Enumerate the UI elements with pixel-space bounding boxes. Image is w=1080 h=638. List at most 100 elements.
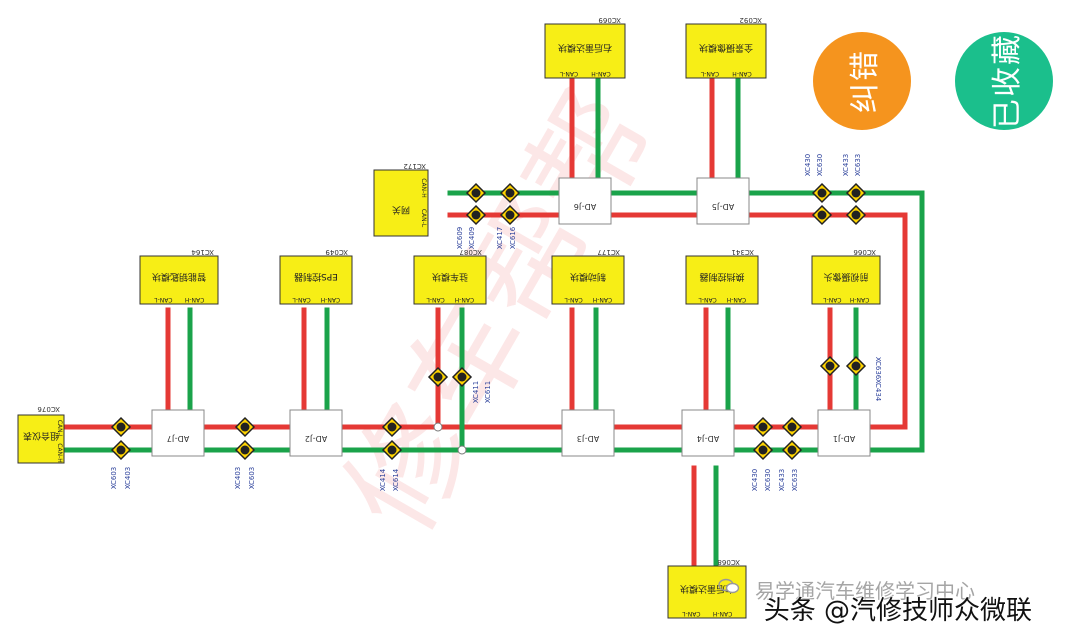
connector-dot: [116, 445, 126, 455]
correct-button[interactable]: 纠错: [813, 32, 911, 130]
module-name: 前视摄像头: [823, 271, 868, 283]
module-box: [413, 255, 487, 305]
module-id: XC341: [731, 248, 754, 256]
node-label: AD-J1: [833, 434, 855, 443]
connector-code: XC603: [248, 467, 256, 490]
pin-label: CAN-H: [732, 70, 751, 77]
pin-label: CAN-L: [154, 296, 173, 303]
correct-label: 纠错: [848, 49, 883, 113]
node-label: AD-J5: [712, 202, 734, 211]
pin-label: CAN-L: [700, 70, 719, 77]
connector-code: XC633: [854, 154, 862, 177]
node-box: [696, 177, 750, 225]
module-id: XC049: [325, 248, 348, 256]
connector-code: XC409: [468, 227, 476, 250]
node-box: [289, 409, 343, 457]
module-name: 全景摄像模块: [699, 42, 753, 54]
connector-dot: [505, 188, 515, 198]
connector-dot: [240, 445, 250, 455]
pin-label: CAN-H: [591, 70, 610, 77]
connector-dot: [851, 188, 861, 198]
connector-code: XC403: [234, 467, 242, 490]
module-id: XC087: [459, 248, 482, 256]
connector-dot: [758, 422, 768, 432]
connector-code: XC430: [751, 469, 759, 492]
pin-label: CAN-H: [321, 296, 340, 303]
module-id: XC092: [739, 16, 762, 24]
connector-code: XC430: [804, 154, 812, 177]
module-box: [373, 169, 429, 237]
module-name: 左后雷达模块: [680, 583, 734, 595]
watermark-main: 头条 @汽修技师众微联: [763, 596, 1032, 626]
node-label: AD-J3: [577, 434, 599, 443]
connector-code: XC633: [791, 469, 799, 492]
node-box: [558, 177, 612, 225]
node-label: AD-J7: [167, 434, 189, 443]
node-box: [817, 409, 871, 457]
wechat-icon: [718, 578, 740, 594]
connector-dot: [433, 372, 443, 382]
connector-code: XC434: [874, 379, 882, 402]
connector-code: XC433: [778, 469, 786, 492]
connector-code: XC609: [456, 227, 464, 250]
pin-label: CAN-L: [292, 296, 311, 303]
module-box: [544, 23, 626, 79]
connector-dot: [825, 361, 835, 371]
module-box: [139, 255, 219, 305]
connector-dot: [817, 210, 827, 220]
module-box: [685, 23, 767, 79]
connector-dot: [387, 422, 397, 432]
module-id: XC076: [37, 405, 60, 413]
junction-dot: [433, 422, 443, 432]
module-id: XC164: [191, 248, 214, 256]
pin-label: CAN-H: [56, 443, 63, 462]
connector-code: XC611: [484, 381, 492, 404]
pin-label: CAN-L: [823, 296, 842, 303]
pin-label: CAN-H: [850, 296, 869, 303]
node-box: [681, 409, 735, 457]
connector-code: XC403: [124, 467, 132, 490]
connector-dot: [240, 422, 250, 432]
pin-label: CAN-L: [698, 296, 717, 303]
watermark-sub: 易学通汽车维修学习中心: [755, 579, 975, 603]
node-box: [151, 409, 205, 457]
junction-dot: [457, 445, 467, 455]
module-name: 制动模块: [570, 271, 606, 283]
connector-dot: [758, 445, 768, 455]
connector-dot: [471, 188, 481, 198]
connector-code: XC630: [816, 154, 824, 177]
connector-dot: [505, 210, 515, 220]
pin-label: CAN-H: [593, 296, 612, 303]
module-box: [551, 255, 625, 305]
pin-label: CAN-H: [713, 610, 732, 617]
module-id: XC069: [598, 16, 621, 24]
node-box: [561, 409, 615, 457]
pin-label: CAN-L: [56, 420, 63, 439]
module-name: 组合仪表: [23, 430, 59, 442]
connector-code: XC630: [764, 469, 772, 492]
node-label: AD-J4: [697, 434, 719, 443]
module-name: 右后雷达模块: [558, 42, 612, 54]
connector-dot: [817, 188, 827, 198]
node-label: AD-J2: [305, 434, 327, 443]
collected-label: 已收藏: [990, 33, 1025, 129]
module-name: 驻车模块: [432, 271, 468, 283]
pin-label: CAN-L: [682, 610, 701, 617]
connector-dot: [457, 372, 467, 382]
connector-dot: [851, 361, 861, 371]
collected-button[interactable]: 已收藏: [955, 32, 1053, 130]
pin-label: CAN-L: [564, 296, 583, 303]
connector-dot: [787, 422, 797, 432]
connector-code: XC417: [496, 227, 504, 250]
connector-dot: [787, 445, 797, 455]
pin-label: CAN-L: [426, 296, 445, 303]
pin-label: CAN-H: [185, 296, 204, 303]
connector-code: XC636: [874, 357, 882, 380]
module-box: [279, 255, 353, 305]
connector-dot: [387, 445, 397, 455]
connector-code: XC433: [842, 154, 850, 177]
connector-dot: [471, 210, 481, 220]
module-box: [685, 255, 759, 305]
connector-code: XC414: [379, 468, 387, 491]
